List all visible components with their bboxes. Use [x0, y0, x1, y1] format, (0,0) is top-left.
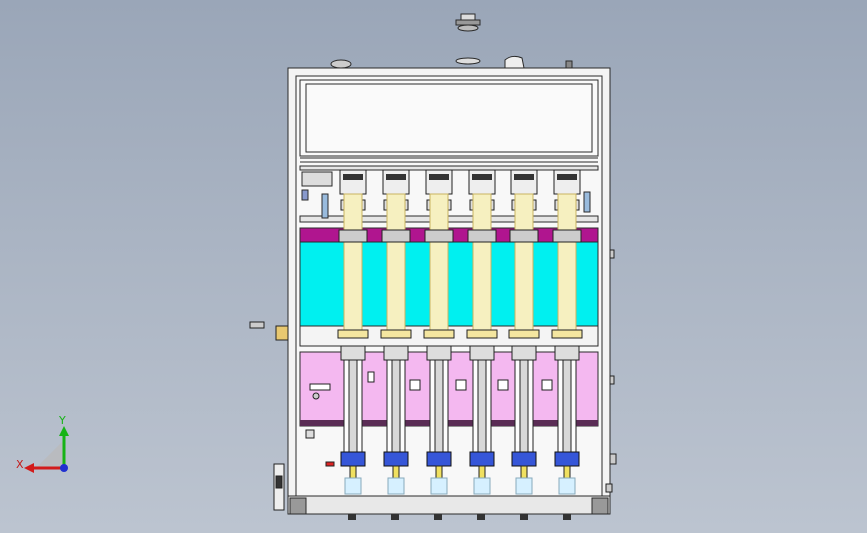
axis-y-label: Y — [59, 414, 66, 427]
filler-head-2 — [380, 169, 412, 495]
filler-head-1 — [337, 169, 369, 495]
axis-x-label: X — [16, 458, 24, 471]
pink-panel-base — [300, 420, 598, 426]
top-fittings — [330, 13, 573, 70]
base-feet — [348, 514, 571, 520]
side-fittings — [249, 249, 617, 511]
filler-head-3 — [423, 169, 455, 495]
panel-sensors — [305, 371, 553, 467]
filler-head-5 — [508, 169, 540, 495]
filler-head-4 — [466, 169, 498, 495]
filler-head-6 — [551, 169, 583, 495]
valve-rail — [299, 165, 599, 223]
xyz-triad-icon — [24, 426, 69, 473]
